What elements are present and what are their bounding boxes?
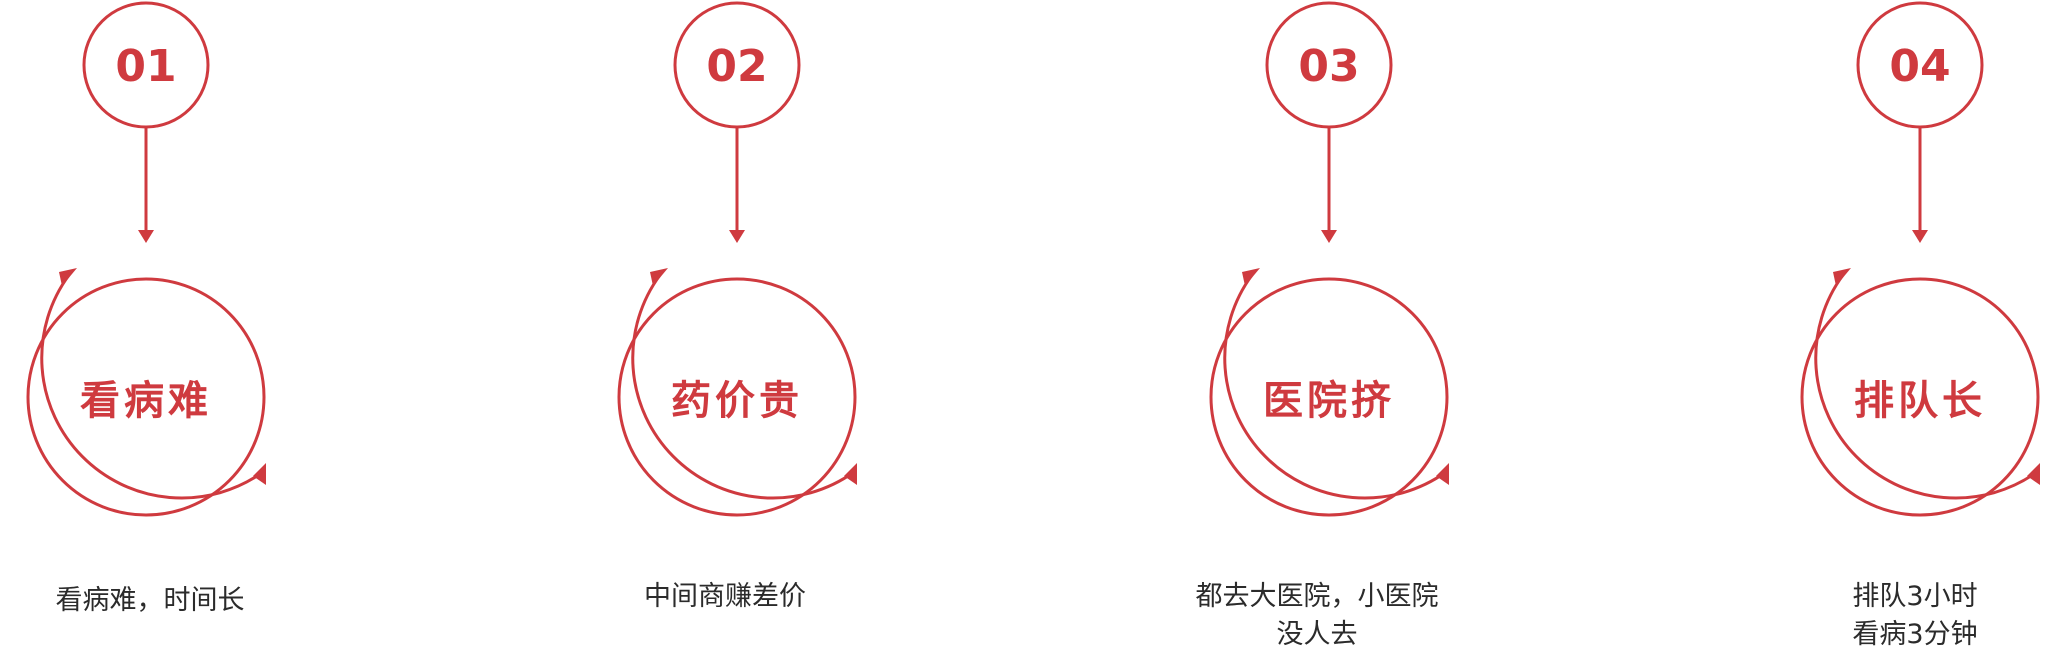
caption-line: 看病3分钟 [1852,619,1978,650]
cycle-arrow-head-top-icon [1833,268,1851,286]
step-2: 02 药价贵 [617,1,857,517]
step-number: 03 [1298,41,1359,92]
cycle-arrow-icon [1223,274,1447,500]
down-arrow-head-icon [1321,230,1337,243]
step-number-badge [673,1,801,129]
step-title-circle [1209,277,1449,517]
step-title: 看病难 [80,378,212,424]
step-title: 医院挤 [1263,378,1395,424]
step-number-badge [82,1,210,129]
cycle-arrow-icon [631,274,855,500]
step-1: 01 看病难 [26,1,266,517]
step-2-caption: 中间商赚差价 [575,578,875,616]
step-number-badge [1856,1,1984,129]
cycle-arrow-head-top-icon [59,268,77,286]
caption-line: 看病难，时间长 [55,585,245,616]
step-title-circle [1800,277,2040,517]
step-number: 02 [706,41,767,92]
step-1-caption: 看病难，时间长 [0,582,300,620]
step-4-caption: 排队3小时 看病3分钟 [1765,578,2045,654]
cycle-arrow-icon [40,274,264,500]
caption-line: 排队3小时 [1852,581,1978,612]
step-3: 03 医院挤 [1209,1,1449,517]
step-title: 药价贵 [671,378,803,424]
step-3-caption: 都去大医院，小医院 没人去 [1167,578,1467,654]
cycle-arrow-head-bottom-icon [2027,463,2040,485]
cycle-arrow-head-bottom-icon [253,463,266,485]
step-4: 04 排队长 [1800,1,2040,517]
down-arrow-head-icon [138,230,154,243]
down-arrow-head-icon [1912,230,1928,243]
step-number: 04 [1889,41,1950,92]
down-arrow-head-icon [729,230,745,243]
cycle-arrow-head-bottom-icon [1436,463,1449,485]
caption-line: 都去大医院，小医院 [1195,581,1439,612]
step-number: 01 [115,41,176,92]
cycle-arrow-head-top-icon [1242,268,1260,286]
step-number-badge [1265,1,1393,129]
cycle-arrow-head-bottom-icon [844,463,857,485]
step-title-circle [26,277,266,517]
caption-line: 没人去 [1276,619,1358,650]
cycle-arrow-icon [1814,274,2038,500]
caption-line: 中间商赚差价 [644,581,806,612]
step-title: 排队长 [1854,378,1986,424]
cycle-arrow-head-top-icon [650,268,668,286]
step-title-circle [617,277,857,517]
